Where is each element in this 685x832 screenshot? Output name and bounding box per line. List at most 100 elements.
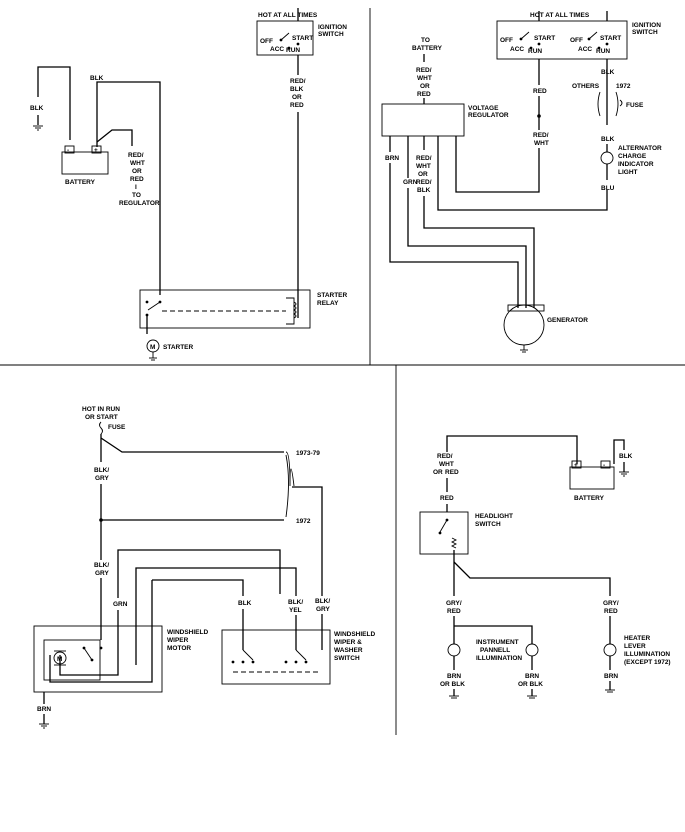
svg-text:BATTERY: BATTERY [412, 45, 443, 52]
instrument-light-2 [525, 643, 539, 657]
instrument-light-1 [447, 643, 461, 657]
svg-text:BRN: BRN [525, 673, 539, 680]
svg-text:M: M [150, 344, 155, 351]
svg-text:RED/: RED/ [416, 155, 432, 162]
charging-circuit: HOT AT ALL TIMES IGNITION SWITCH OFF ACC… [381, 11, 662, 353]
svg-text:M: M [57, 656, 62, 663]
svg-text:RED: RED [130, 176, 144, 183]
svg-text:OR START: OR START [85, 414, 118, 421]
svg-text:RED/: RED/ [416, 67, 432, 74]
svg-text:OR: OR [418, 171, 428, 178]
svg-text:GRY/: GRY/ [603, 600, 619, 607]
ignition-switch-box [256, 20, 314, 56]
svg-text:WIPER &: WIPER & [334, 639, 362, 646]
svg-text:RED/: RED/ [416, 179, 432, 186]
svg-text:FUSE: FUSE [108, 424, 126, 431]
battery-right [569, 466, 615, 490]
svg-text:-: - [603, 462, 605, 469]
svg-text:OR: OR [433, 469, 443, 476]
svg-text:+: + [574, 462, 578, 469]
svg-text:TO: TO [421, 37, 430, 44]
svg-text:OR BLK: OR BLK [440, 681, 465, 688]
svg-text:OR: OR [292, 94, 302, 101]
svg-text:INSTRUMENT: INSTRUMENT [476, 639, 519, 646]
svg-text:BLK: BLK [30, 105, 44, 112]
wiper-motor [53, 651, 67, 665]
starter-circuit: HOT AT ALL TIMES IGNITION SWITCH OFF ACC… [30, 8, 348, 361]
svg-text:WHT: WHT [534, 140, 549, 147]
svg-text:REGULATOR: REGULATOR [119, 200, 160, 207]
svg-text:OFF: OFF [260, 38, 273, 45]
svg-text:WIPER: WIPER [167, 637, 189, 644]
svg-text:+: + [94, 147, 98, 154]
svg-text:OR: OR [132, 168, 142, 175]
svg-text:RED: RED [440, 495, 454, 502]
svg-text:RED: RED [447, 608, 461, 615]
svg-text:OR: OR [420, 83, 430, 90]
svg-text:START: START [292, 35, 313, 42]
svg-text:BLK/: BLK/ [288, 599, 303, 606]
svg-text:I: I [135, 184, 137, 191]
svg-text:BLK: BLK [417, 187, 431, 194]
svg-text:OTHERS: OTHERS [572, 83, 600, 90]
svg-text:GRY: GRY [316, 606, 331, 613]
svg-text:LIGHT: LIGHT [618, 169, 638, 176]
svg-text:RUN: RUN [596, 48, 610, 55]
svg-text:ILLUMINATION: ILLUMINATION [624, 651, 670, 658]
svg-text:BLK: BLK [238, 600, 252, 607]
svg-text:REGULATOR: REGULATOR [468, 112, 509, 119]
svg-text:1972: 1972 [616, 83, 631, 90]
svg-text:1973-79: 1973-79 [296, 450, 320, 457]
svg-text:(EXCEPT 1972): (EXCEPT 1972) [624, 659, 671, 666]
headlight-switch-label: HEADLIGHT [475, 513, 513, 520]
voltage-regulator-box [381, 103, 465, 137]
svg-text:SWITCH: SWITCH [475, 521, 501, 528]
svg-text:RED/: RED/ [437, 453, 453, 460]
svg-text:-: - [67, 147, 69, 154]
ignition-switch-label: IGNITION [318, 24, 347, 31]
svg-text:BRN: BRN [37, 706, 51, 713]
svg-text:RUN: RUN [528, 48, 542, 55]
ignition-switch-box-2 [496, 20, 628, 60]
headlight-switch-box [419, 511, 469, 555]
svg-text:BRN: BRN [447, 673, 461, 680]
svg-text:RED: RED [533, 88, 547, 95]
svg-text:BLK/: BLK/ [315, 598, 330, 605]
svg-text:RELAY: RELAY [317, 300, 339, 307]
battery-right-label: BATTERY [574, 495, 605, 502]
alternator-indicator-light [600, 151, 614, 165]
svg-text:RED/: RED/ [290, 78, 306, 85]
svg-text:WHT: WHT [130, 160, 145, 167]
svg-text:HOT AT ALL TIMES: HOT AT ALL TIMES [530, 12, 590, 19]
svg-text:BRN: BRN [604, 673, 618, 680]
wiper-motor-label: WINDSHIELD [167, 629, 208, 636]
svg-text:GRN: GRN [403, 179, 418, 186]
svg-text:WASHER: WASHER [334, 647, 363, 654]
svg-text:SWITCH: SWITCH [334, 655, 360, 662]
voltage-regulator-label: VOLTAGE [468, 105, 499, 112]
wiper-washer-switch-box [221, 629, 331, 685]
svg-text:HEATER: HEATER [624, 635, 651, 642]
svg-text:ACC: ACC [578, 46, 592, 53]
battery-left [61, 151, 109, 175]
svg-text:YEL: YEL [289, 607, 302, 614]
svg-text:BLK: BLK [601, 136, 615, 143]
svg-text:BLK/: BLK/ [94, 467, 109, 474]
starter-label: STARTER [163, 344, 194, 351]
svg-text:BLK: BLK [619, 453, 633, 460]
svg-text:OFF: OFF [500, 37, 513, 44]
svg-text:TO: TO [132, 192, 141, 199]
svg-text:SWITCH: SWITCH [632, 29, 658, 36]
generator-label: GENERATOR [547, 317, 588, 324]
svg-text:GRY: GRY [95, 475, 110, 482]
svg-text:GRN: GRN [113, 601, 128, 608]
svg-text:RED: RED [445, 469, 459, 476]
svg-text:BLK: BLK [290, 86, 304, 93]
battery-label: BATTERY [65, 179, 96, 186]
svg-text:RED/: RED/ [533, 132, 549, 139]
svg-text:PANNELL: PANNELL [480, 647, 510, 654]
starter-relay-label: STARTER [317, 292, 348, 299]
wiper-switch-label: WINDSHIELD [334, 631, 375, 638]
svg-text:BLK: BLK [90, 75, 104, 82]
